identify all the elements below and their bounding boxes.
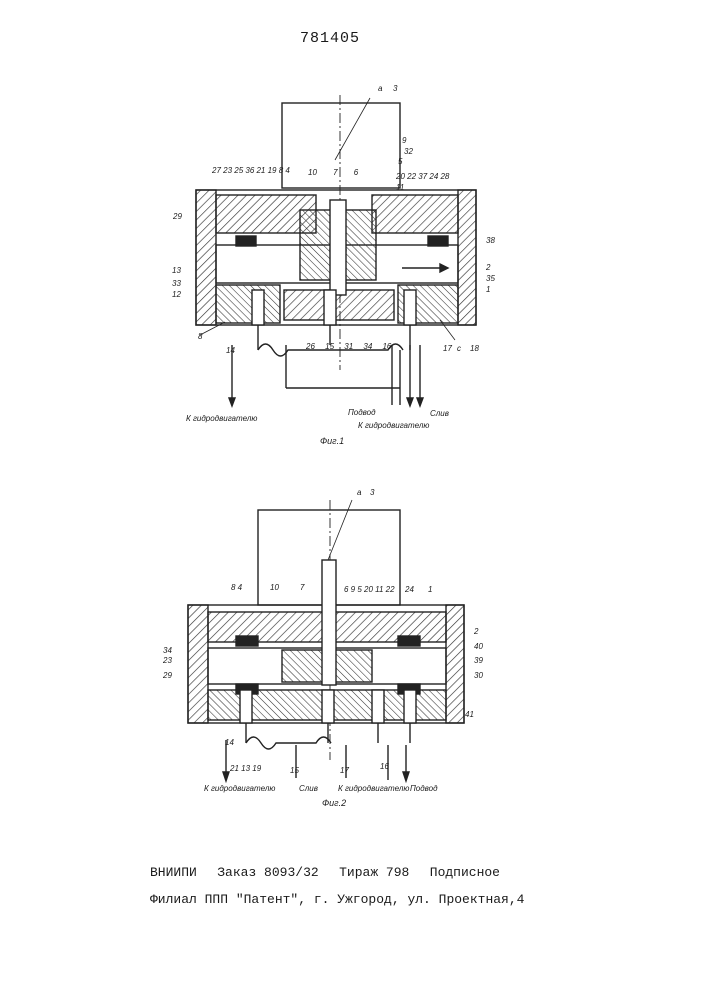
- fig1-annotation-drain: Слив: [430, 409, 449, 418]
- fig2-label-34: 34: [163, 646, 172, 655]
- figure-1-drawing: [196, 95, 476, 406]
- fig2-label-7: 7: [300, 583, 304, 592]
- fig2-label-a: а: [357, 488, 361, 497]
- imprint-order: Заказ 8093/32: [217, 865, 318, 880]
- fig1-label-18: 18: [470, 344, 479, 353]
- fig2-label-24: 24: [405, 585, 414, 594]
- fig2-label-40: 40: [474, 642, 483, 651]
- fig1-numbers-bottom: 26 15 31 34 16: [306, 342, 391, 351]
- imprint-line-1: ВНИИПИ Заказ 8093/32 Тираж 798 Подписное: [150, 865, 500, 880]
- fig1-label-14: 14: [226, 346, 235, 355]
- fig2-label-23: 23: [163, 656, 172, 665]
- fig2-label-14: 14: [225, 738, 234, 747]
- fig2-numbers-top-center: 6 9 5 20 11 22: [344, 585, 395, 594]
- fig1-label-8: 8: [198, 332, 202, 341]
- fig1-caption: Фиг.1: [320, 436, 344, 446]
- fig1-annotation-to-motor-left: К гидродвигателю: [186, 414, 257, 423]
- fig2-annotation-supply: Подвод: [410, 784, 438, 793]
- fig2-label-39: 39: [474, 656, 483, 665]
- fig2-annotation-to-motor-left: К гидродвигателю: [204, 784, 275, 793]
- fig1-label-17: 17: [443, 344, 452, 353]
- fig2-label-29: 29: [163, 671, 172, 680]
- fig1-label-33: 33: [172, 279, 181, 288]
- fig2-annotation-to-motor-right: К гидродвигателю: [338, 784, 409, 793]
- fig1-label-a: а: [378, 84, 382, 93]
- fig1-numbers-top-left: 27 23 25 36 21 19 8 4: [212, 166, 290, 175]
- fig2-label-10: 10: [270, 583, 279, 592]
- fig1-label-1: 1: [486, 285, 490, 294]
- imprint-org: ВНИИПИ: [150, 865, 197, 880]
- fig2-caption: Фиг.2: [322, 798, 346, 808]
- fig1-annotation-supply: Подвод: [348, 408, 376, 417]
- fig1-label-9: 9: [402, 136, 406, 145]
- fig2-label-30: 30: [474, 671, 483, 680]
- fig2-label-3: 3: [370, 488, 374, 497]
- imprint-branch: Филиал ППП "Патент", г. Ужгород, ул. Про…: [150, 892, 524, 907]
- fig1-label-35: 35: [486, 274, 495, 283]
- fig2-label-41: 41: [465, 710, 474, 719]
- fig1-label-3: 3: [393, 84, 397, 93]
- fig1-label-2: 2: [486, 263, 490, 272]
- fig1-label-38: 38: [486, 236, 495, 245]
- fig1-label-13: 13: [172, 266, 181, 275]
- fig2-label-2: 2: [474, 627, 478, 636]
- fig2-annotation-drain: Слив: [299, 784, 318, 793]
- fig1-label-12: 12: [172, 290, 181, 299]
- fig2-label-16: 16: [380, 762, 389, 771]
- fig1-label-c: с: [457, 344, 461, 353]
- fig2-numbers-bottom-left: 21 13 19: [230, 764, 261, 773]
- fig2-label-1: 1: [428, 585, 432, 594]
- fig2-label-15: 15: [290, 766, 299, 775]
- fig1-label-29: 29: [173, 212, 182, 221]
- fig1-numbers-top-right: 20 22 37 24 28: [396, 172, 449, 181]
- fig1-label-32: 32: [404, 147, 413, 156]
- fig1-label-5: 5: [398, 157, 402, 166]
- imprint-subscription: Подписное: [430, 865, 500, 880]
- fig1-numbers-top-center: 10 7 6: [308, 168, 358, 177]
- fig1-annotation-to-motor-right: К гидродвигателю: [358, 421, 429, 430]
- imprint-circulation: Тираж 798: [339, 865, 409, 880]
- fig2-label-17: 17: [340, 766, 349, 775]
- fig2-numbers-top-left: 8 4: [231, 583, 242, 592]
- fig1-label-11: 11: [396, 183, 404, 192]
